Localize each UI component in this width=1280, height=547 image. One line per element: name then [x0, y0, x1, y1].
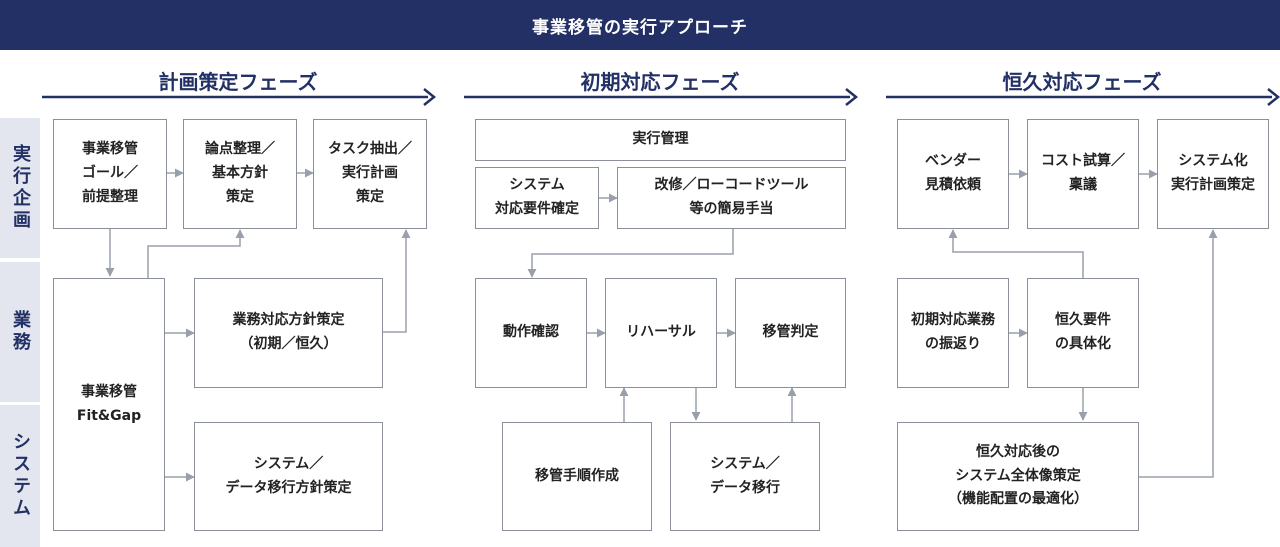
- box-vendor: ベンダー 見積依頼: [897, 119, 1009, 229]
- box-sys-design: 恒久対応後の システム全体像策定 （機能配置の最適化）: [897, 422, 1139, 531]
- phase-title-initial: 初期対応フェーズ: [580, 70, 740, 94]
- box-tasks: タスク抽出／ 実行計画 策定: [313, 119, 427, 229]
- phase-title-planning: 計画策定フェーズ: [158, 70, 318, 94]
- box-review: 初期対応業務 の振返り: [897, 278, 1009, 388]
- arrow-policies-tasks: [383, 229, 411, 333]
- arrow-req-vendor: [948, 229, 1084, 278]
- arrow-sysdesign-sysplan: [1139, 229, 1218, 478]
- box-op-check: 動作確認: [475, 278, 587, 388]
- row-label-system: システム: [0, 405, 40, 547]
- box-judgment: 移管判定: [735, 278, 846, 388]
- box-lowcode: 改修／ローコードツール 等の簡易手当: [617, 167, 846, 229]
- row-label-execution: 実行企画: [0, 118, 40, 258]
- box-sys-policy: システム／ データ移行方針策定: [194, 422, 383, 531]
- arrow-fitgap-issues: [147, 229, 245, 279]
- box-goal: 事業移管 ゴール／ 前提整理: [53, 119, 167, 229]
- box-fitgap: 事業移管 Fit&Gap: [53, 278, 165, 531]
- box-cost: コスト試算／ 稟議: [1027, 119, 1139, 229]
- box-rehearsal: リハーサル: [605, 278, 717, 388]
- phase-arrows: [42, 88, 1280, 106]
- phase-title-permanent: 恒久対応フェーズ: [1002, 70, 1162, 94]
- row-label-business: 業務: [0, 262, 40, 402]
- box-sys-migration: システム／ データ移行: [670, 422, 820, 531]
- arrow-lowcode-opcheck: [527, 229, 734, 278]
- box-req-concrete: 恒久要件 の具体化: [1027, 278, 1139, 388]
- box-procedure: 移管手順作成: [502, 422, 652, 531]
- box-sys-req: システム 対応要件確定: [475, 167, 599, 229]
- page-title: 事業移管の実行アプローチ: [0, 0, 1280, 50]
- box-exec-mgmt: 実行管理: [475, 119, 846, 161]
- box-issues: 論点整理／ 基本方針 策定: [183, 119, 297, 229]
- box-sys-plan: システム化 実行計画策定: [1157, 119, 1269, 229]
- box-biz-policy: 業務対応方針策定 （初期／恒久）: [194, 278, 383, 388]
